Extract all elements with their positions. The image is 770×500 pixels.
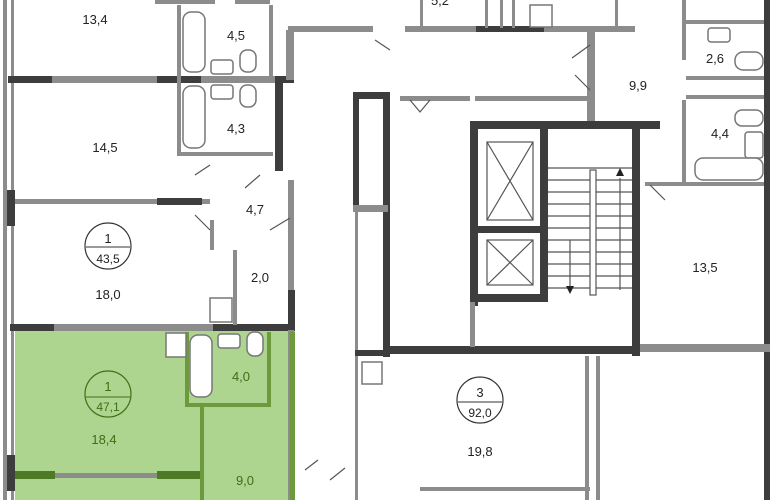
- toilet-icon: [246, 331, 264, 357]
- washer-icon: [165, 332, 187, 358]
- apartment-fill: [15, 330, 295, 500]
- bathtub-icon: [182, 11, 206, 73]
- bathtub-icon: [182, 85, 206, 149]
- bathtub-icon: [189, 334, 213, 398]
- room-area-9-0: 9,0: [236, 473, 254, 488]
- bathtub-icon: [694, 157, 764, 181]
- apartment-total-area: 43,5: [96, 252, 120, 266]
- sink-icon: [210, 59, 234, 75]
- room-area-18-0: 18,0: [95, 287, 120, 302]
- sink-icon: [744, 131, 764, 159]
- toilet-icon: [734, 109, 764, 127]
- sink-icon: [217, 333, 241, 349]
- room-area-13-5: 13,5: [692, 260, 717, 275]
- room-labels: 13,4 4,5 4,3 14,5 4,7 2,0 18,0 5,2 9,9 2…: [82, 0, 729, 459]
- toilet-icon: [239, 84, 257, 108]
- room-area-2-6: 2,6: [706, 51, 724, 66]
- highlight-room-labels: 4,0 18,4 9,0: [91, 369, 254, 488]
- walls: [3, 0, 770, 500]
- room-area-4-7: 4,7: [246, 202, 264, 217]
- apartment-1-47-1-highlight[interactable]: [15, 330, 295, 500]
- room-area-13-4: 13,4: [82, 12, 107, 27]
- fixtures: [165, 4, 764, 481]
- room-area-2-0: 2,0: [251, 270, 269, 285]
- apartment-badge[interactable]: 1 43,5: [84, 222, 132, 270]
- apartment-total-area: 92,0: [468, 406, 492, 420]
- sink-icon: [707, 27, 731, 43]
- apartment-badge-highlighted[interactable]: 1 47,1: [84, 370, 132, 418]
- apartment-badge[interactable]: 3 92,0: [456, 376, 504, 424]
- room-area-9-9: 9,9: [629, 78, 647, 93]
- room-area-18-4: 18,4: [91, 432, 116, 447]
- staircase: [548, 167, 632, 296]
- room-area-top-cut: 5,2: [431, 0, 449, 8]
- apartment-room-count: 1: [104, 231, 111, 246]
- apartment-total-area: 47,1: [96, 400, 120, 414]
- room-area-4-4: 4,4: [711, 126, 729, 141]
- room-area-4-5: 4,5: [227, 28, 245, 43]
- apartment-room-count: 1: [104, 379, 111, 394]
- sink-icon: [529, 4, 553, 28]
- room-area-14-5: 14,5: [92, 140, 117, 155]
- room-area-4-0: 4,0: [232, 369, 250, 384]
- room-area-19-8: 19,8: [467, 444, 492, 459]
- toilet-icon: [734, 51, 764, 71]
- sink-icon: [210, 84, 234, 100]
- washer-icon: [361, 361, 383, 385]
- room-area-4-3: 4,3: [227, 121, 245, 136]
- toilet-icon: [239, 49, 257, 73]
- apartment-room-count: 3: [476, 385, 483, 400]
- washer-icon: [209, 297, 233, 323]
